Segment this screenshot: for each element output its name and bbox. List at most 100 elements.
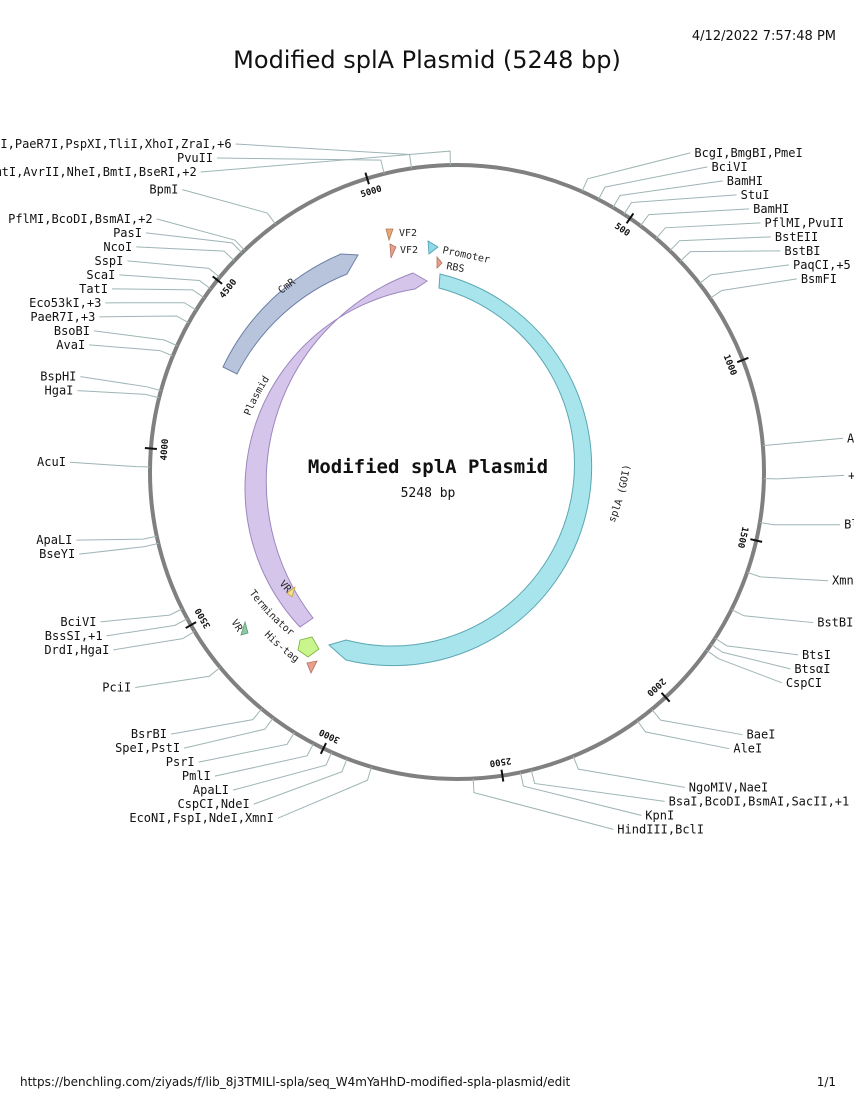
map-length: 5248 bp (401, 486, 456, 501)
site-leader-line (79, 542, 159, 555)
site-leader-line (145, 232, 243, 254)
restriction-site-label[interactable]: PciI (102, 681, 131, 695)
tick-mark (625, 212, 635, 224)
restriction-site-label[interactable]: BcgI,BmgBI,PmeI (694, 146, 802, 160)
restriction-site-label[interactable]: CspCI (786, 676, 822, 690)
site-leader-line (759, 521, 841, 526)
site-leader-line (710, 643, 791, 670)
restriction-site-label[interactable]: HgaI (45, 384, 74, 398)
restriction-site-label[interactable]: PasI (113, 226, 142, 240)
site-leader-line (136, 246, 235, 262)
restriction-site-label[interactable]: ApaLI (193, 783, 229, 797)
tick-mark (212, 275, 223, 285)
restriction-site-label[interactable]: SspI (94, 254, 123, 268)
restriction-site-label[interactable]: PflMI,BcoDI,BsmAI,+2 (8, 212, 153, 226)
spla-feature[interactable] (327, 273, 593, 667)
restriction-site-label[interactable]: NgoMIV,NaeI (689, 780, 768, 794)
restriction-site-label[interactable]: XmnI (832, 574, 854, 588)
tick-label: 500 (612, 222, 631, 239)
site-leader-line (93, 330, 178, 347)
restriction-site-label[interactable]: SpeI,PstI (115, 741, 180, 755)
site-leader-line (640, 208, 750, 227)
restriction-site-label[interactable]: PaqCI,+5 (793, 258, 851, 272)
restriction-site-label[interactable]: BamHI (753, 202, 789, 216)
restriction-site-label[interactable]: PaeR7I,+3 (30, 310, 95, 324)
restriction-site-label[interactable]: BstBI (817, 616, 853, 630)
restriction-site-label[interactable]: +1 (848, 468, 854, 482)
restriction-site-label[interactable]: BamHI (727, 174, 763, 188)
restriction-site-label[interactable]: AleI (847, 431, 854, 445)
restriction-site-label[interactable]: BstBI (784, 244, 820, 258)
plasmid-feature[interactable] (244, 272, 428, 628)
restriction-site-label[interactable]: NcoI (103, 240, 132, 254)
footer-page-number: 1/1 (816, 1075, 836, 1089)
restriction-site-label[interactable]: PsrI (166, 755, 195, 769)
restriction-site-label[interactable]: BsrBI (131, 727, 167, 741)
restriction-site-label[interactable]: BsaI,BcoDI,BsmAI,SacII,+1 (669, 794, 850, 808)
restriction-site-label[interactable]: DrdI,HgaI (44, 643, 109, 657)
site-leader-line (214, 743, 315, 777)
vf2-a-marker (385, 228, 394, 242)
restriction-site-label[interactable]: Eco53kI,+3 (29, 296, 101, 310)
tick-mark (185, 621, 197, 629)
restriction-site-label[interactable]: BpmI (149, 183, 178, 197)
restriction-site-label[interactable]: HincII,NheI,BmtI,AvrII,NheI,BmtI,BseRI,+… (0, 165, 197, 179)
restriction-site-label[interactable]: BsmFI (801, 272, 837, 286)
map-name: Modified splA Plasmid (308, 456, 548, 478)
restriction-site-label[interactable]: BlpI (844, 518, 854, 532)
footer-url: https://benchling.com/ziyads/f/lib_8j3TM… (20, 1075, 571, 1089)
restriction-site-label[interactable]: BstEII (775, 230, 818, 244)
site-leader-line (77, 390, 160, 399)
restriction-site-label[interactable]: BspHI (40, 370, 76, 384)
site-leader-line (89, 344, 173, 357)
site-leader-line (113, 630, 195, 651)
restriction-site-label[interactable]: BciVI (711, 160, 747, 174)
restriction-site-label[interactable]: BtsαI (794, 662, 830, 676)
site-leader-line (253, 758, 348, 805)
site-leader-line (623, 194, 737, 215)
tick-mark (500, 769, 505, 782)
site-leader-line (76, 535, 157, 541)
restriction-site-label[interactable]: PvuII (177, 151, 213, 165)
restriction-site-label[interactable]: KpnI (645, 808, 674, 822)
site-leader-line (706, 650, 783, 684)
restriction-site-label[interactable]: BciVI (60, 615, 96, 629)
tick-label: 5000 (360, 184, 384, 200)
restriction-site-label[interactable]: BssSI,+1 (45, 629, 103, 643)
restriction-site-label[interactable]: AleI (733, 742, 762, 756)
restriction-site-label[interactable]: BsoBI (54, 324, 90, 338)
site-leader-line (106, 618, 188, 637)
restriction-site-label[interactable]: AcuI (37, 455, 66, 469)
restriction-site-label[interactable]: BaeI (747, 728, 776, 742)
restriction-site-label[interactable]: ScaI (86, 268, 115, 282)
site-leader-line (277, 766, 372, 819)
spla-label: splA (GOI) (607, 464, 633, 524)
site-leader-line (651, 708, 743, 736)
restriction-site-label[interactable]: ApaLI (36, 533, 72, 547)
site-leader-line (714, 637, 799, 656)
tick-mark (736, 356, 749, 364)
restriction-site-label[interactable]: HindIII,BclI (617, 822, 704, 836)
restriction-site-label[interactable]: AvaI,BsoBI,PaeR7I,PspXI,TliI,XhoI,ZraI,+… (0, 137, 232, 151)
restriction-site-label[interactable]: PflMI,PvuII (765, 216, 844, 230)
restriction-site-label[interactable]: CspCI,NdeI (177, 797, 249, 811)
site-leader-line (99, 315, 189, 324)
site-leader-line (612, 180, 723, 208)
restriction-site-label[interactable]: BtsI (802, 648, 831, 662)
vr-a-marker (286, 585, 296, 598)
site-leader-line (669, 236, 771, 252)
tick-label: 4000 (160, 438, 172, 460)
tick-mark (750, 538, 763, 543)
vr-b-marker (240, 620, 249, 636)
restriction-site-label[interactable]: TatI (79, 282, 108, 296)
restriction-site-label[interactable]: BseYI (39, 547, 75, 561)
cmr-feature[interactable] (222, 253, 359, 375)
restriction-site-label[interactable]: EcoNI,FspI,NdeI,XmnI (129, 811, 274, 825)
site-leader-line (184, 717, 274, 749)
site-leader-line (731, 609, 814, 624)
tick-mark (364, 172, 370, 185)
restriction-site-label[interactable]: PmlI (182, 769, 211, 783)
restriction-site-label[interactable]: AvaI (56, 338, 85, 352)
site-leader-line (69, 461, 151, 468)
restriction-site-label[interactable]: StuI (741, 188, 770, 202)
